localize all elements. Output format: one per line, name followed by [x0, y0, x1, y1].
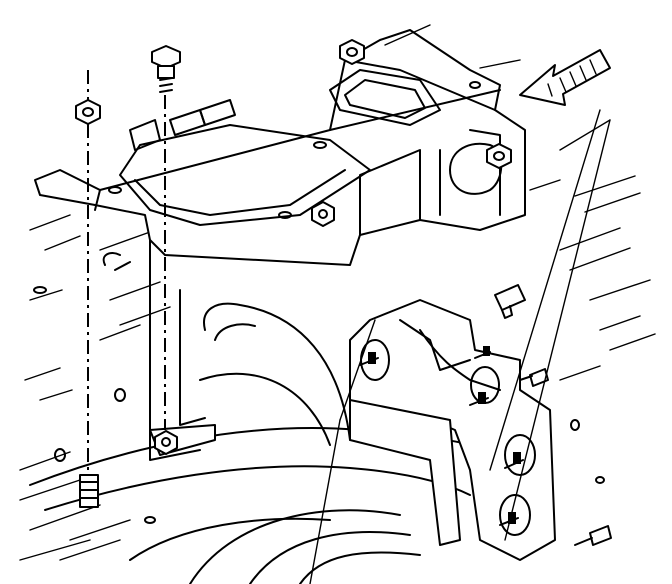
stud [504, 452, 524, 469]
stud [474, 346, 491, 359]
bolt-right-lower [574, 525, 612, 546]
stud [359, 352, 379, 366]
mounting-bolt [151, 45, 181, 430]
nut-center [311, 201, 335, 227]
nut-right [486, 143, 512, 169]
direction-arrow [519, 49, 611, 106]
bolt-right-upper [519, 368, 549, 387]
mounting-bolt-loose [494, 284, 526, 319]
latch-panel [349, 299, 605, 561]
stud-bottom-left [79, 474, 99, 508]
nut-top-right [339, 39, 365, 65]
upper-bracket [34, 29, 526, 266]
stud [469, 392, 489, 406]
leader-lines [309, 24, 611, 584]
background-sketch-lines [19, 175, 656, 561]
nut-top-left [75, 70, 101, 470]
nut-lower-left [154, 430, 178, 455]
